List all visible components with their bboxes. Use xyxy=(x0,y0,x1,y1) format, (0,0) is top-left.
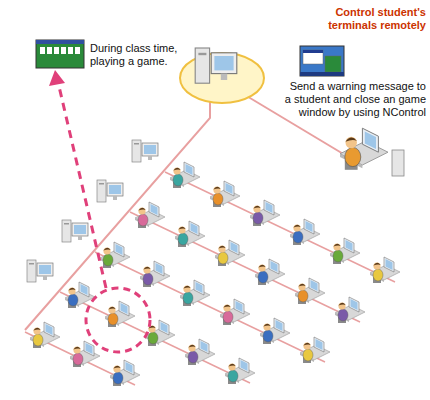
playing-card xyxy=(75,47,80,54)
student-desk xyxy=(370,257,400,283)
network-wire xyxy=(95,252,325,362)
server-computer xyxy=(195,48,237,83)
student-desk xyxy=(140,261,170,287)
network-computer xyxy=(27,260,53,282)
heading-label: Control student's terminals remotely xyxy=(300,6,426,32)
network-wire xyxy=(165,172,395,282)
network-computer xyxy=(97,180,123,202)
student-desk xyxy=(300,337,330,363)
network-computer xyxy=(132,140,158,162)
game-window xyxy=(325,56,341,72)
taskbar xyxy=(300,72,344,76)
student-desk xyxy=(175,221,205,247)
student-desk xyxy=(220,299,250,325)
playing-card xyxy=(54,47,59,54)
student-desk xyxy=(260,318,290,344)
warning-window xyxy=(303,50,323,64)
highlight-circle xyxy=(86,288,150,352)
note-label: Send a warning message to a student and … xyxy=(284,80,426,119)
student-desk xyxy=(135,202,165,228)
dashed-arrow xyxy=(58,82,106,288)
student-desk xyxy=(330,238,360,264)
student-desk xyxy=(185,339,215,365)
teacher-tower xyxy=(392,150,404,176)
student-desk xyxy=(100,242,130,268)
student-desk xyxy=(30,322,60,348)
student-desk xyxy=(180,280,210,306)
network-computer xyxy=(62,220,88,242)
note-label: During class time, playing a game. xyxy=(90,42,198,68)
control-screenshot xyxy=(300,46,344,76)
playing-card xyxy=(47,47,52,54)
student-desk xyxy=(295,278,325,304)
student-desk xyxy=(170,162,200,188)
network-wire xyxy=(130,212,360,322)
student-desk xyxy=(210,181,240,207)
playing-card xyxy=(68,47,73,54)
student-desk xyxy=(105,301,135,327)
playing-card xyxy=(61,47,66,54)
student-desk xyxy=(255,259,285,285)
network-wire xyxy=(25,98,210,330)
student-desk xyxy=(65,282,95,308)
student-desk xyxy=(110,360,140,386)
student-desk xyxy=(225,358,255,384)
window-title-bar xyxy=(36,40,84,44)
student-desk xyxy=(290,219,320,245)
student-desk xyxy=(335,297,365,323)
student-desk xyxy=(70,341,100,367)
game-screenshot xyxy=(36,40,84,68)
playing-card xyxy=(40,47,45,54)
student-desk xyxy=(215,240,245,266)
student-desk xyxy=(250,200,280,226)
arrow-head xyxy=(49,70,65,86)
teacher-workstation xyxy=(340,128,388,170)
window-title-bar xyxy=(303,50,323,53)
